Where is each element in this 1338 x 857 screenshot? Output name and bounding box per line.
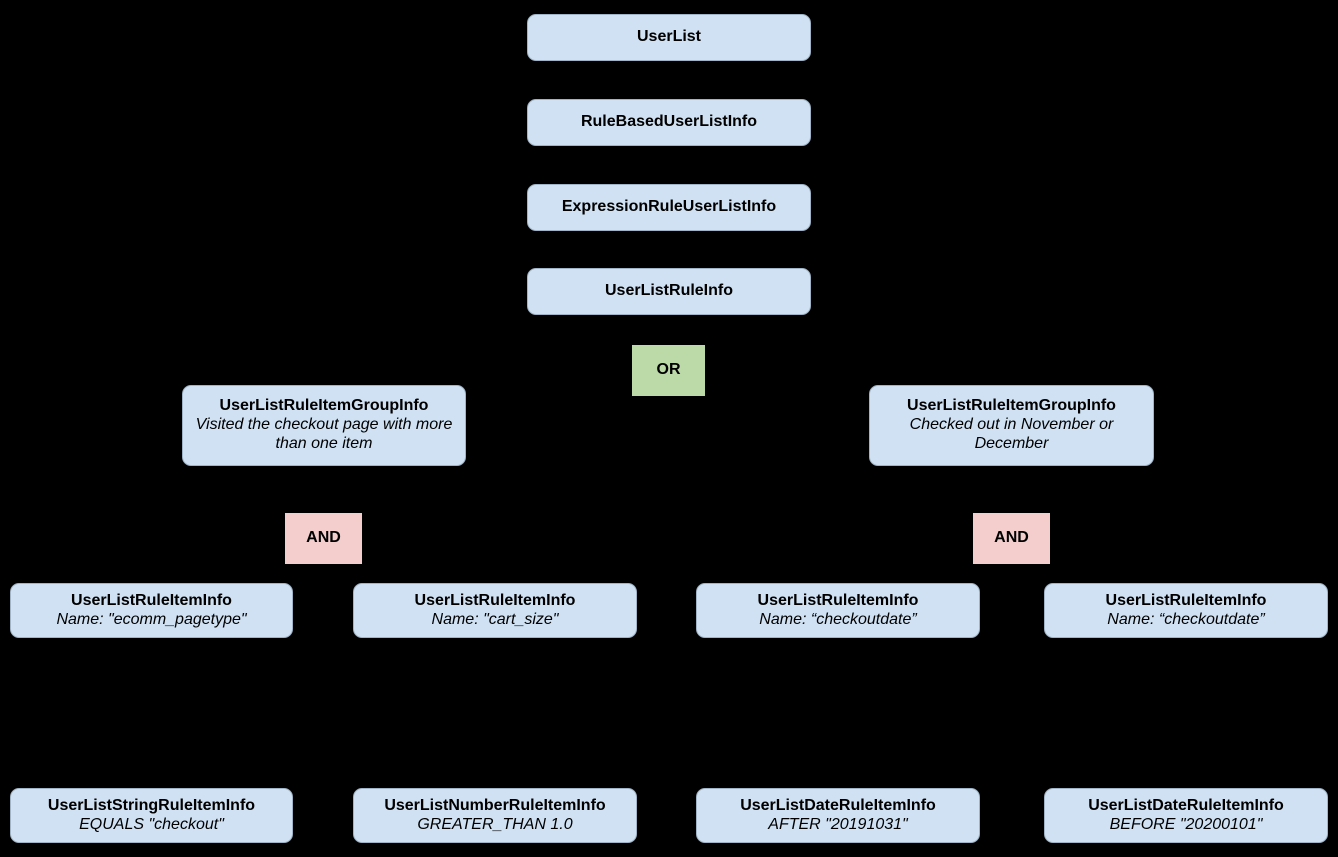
node-and-operator-left[interactable]: AND [284, 512, 363, 565]
edge-and-operator-right-to-ruleiteminfo-checkoutdate-before [1010, 564, 1193, 585]
node-subtitle: Name: "ecomm_pagetype" [56, 610, 247, 628]
edge-groupinfo-left-to-and-operator-left [316, 465, 331, 514]
node-title: UserList [636, 28, 702, 46]
node-title: UserListRuleItemInfo [414, 591, 576, 609]
edge-userlistruleinfo-to-or-operator [661, 314, 676, 346]
node-title: ExpressionRuleUserListInfo [561, 198, 777, 216]
node-subtitle: Name: "cart_size" [431, 610, 559, 628]
node-title: UserListRuleItemGroupInfo [219, 397, 429, 415]
node-title: UserListRuleItemInfo [71, 591, 232, 609]
node-and-operator-right[interactable]: AND [972, 512, 1051, 565]
node-or-operator[interactable]: OR [631, 344, 706, 397]
node-title: UserListRuleItemInfo [757, 591, 919, 609]
node-subtitle: GREATER_THAN 1.0 [417, 815, 573, 833]
node-subtitle: AFTER "20191031" [768, 815, 908, 833]
operator-label: AND [994, 529, 1029, 547]
node-userlist[interactable]: UserList [527, 14, 811, 61]
node-title: UserListRuleItemGroupInfo [907, 397, 1116, 415]
edge-and-operator-right-to-ruleiteminfo-checkoutdate-after [831, 564, 1013, 585]
operator-label: OR [656, 361, 681, 379]
node-expressionruleuserlistinfo[interactable]: ExpressionRuleUserListInfo [527, 184, 811, 231]
node-title: UserListStringRuleItemInfo [47, 796, 256, 814]
node-subtitle: BEFORE "20200101" [1109, 815, 1263, 833]
node-subtitle: Visited the checkout page with more than… [195, 416, 453, 452]
node-subtitle: EQUALS "checkout" [79, 815, 224, 833]
operator-label: AND [306, 529, 341, 547]
edge-and-operator-left-to-ruleiteminfo-cart-size [322, 564, 502, 585]
node-userlistruleinfo[interactable]: UserListRuleInfo [527, 268, 811, 315]
edge-and-operator-left-to-ruleiteminfo-ecomm-pagetype [144, 564, 325, 585]
node-title: UserListDateRuleItemInfo [740, 796, 936, 814]
node-subtitle: Name: “checkoutdate” [759, 610, 917, 628]
node-title: RuleBasedUserListInfo [580, 113, 758, 131]
node-rulebaseduserlistinfo[interactable]: RuleBasedUserListInfo [527, 99, 811, 146]
node-subtitle: Checked out in November or December [909, 416, 1114, 452]
node-title: UserListDateRuleItemInfo [1088, 796, 1284, 814]
node-title: UserListRuleItemInfo [1105, 591, 1267, 609]
node-title: UserListRuleInfo [604, 282, 733, 300]
node-subtitle: Name: “checkoutdate” [1107, 610, 1265, 628]
node-title: UserListNumberRuleItemInfo [384, 796, 606, 814]
